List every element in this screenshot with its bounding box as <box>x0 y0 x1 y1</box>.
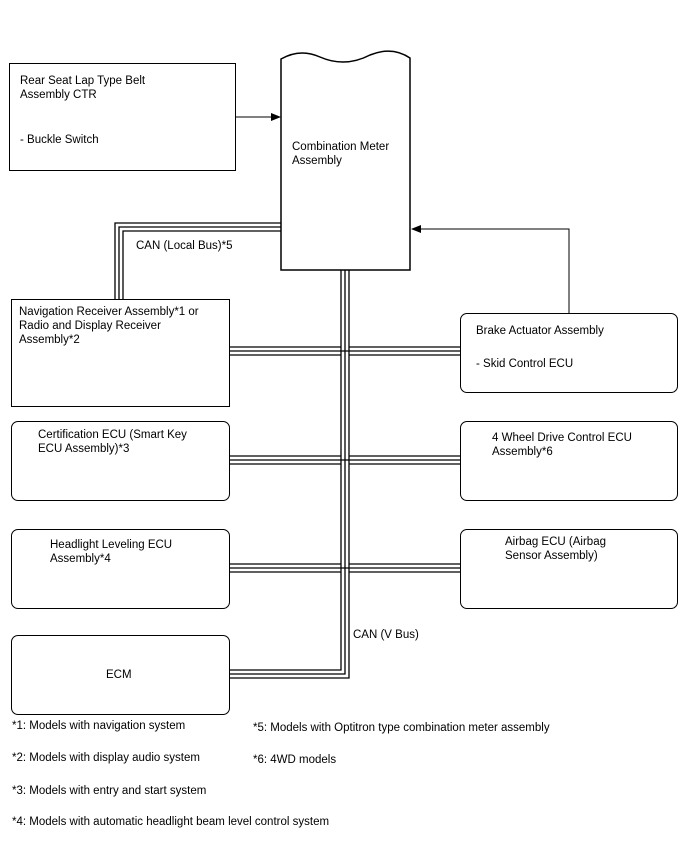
can-local-bus-line <box>114 222 281 299</box>
headlight-leveling-label: Headlight Leveling ECU Assembly*4 <box>50 539 173 565</box>
rear-seat-belt-box <box>9 63 236 171</box>
skid-control-ecu-label: - Skid Control ECU <box>476 358 574 370</box>
ecm-label: ECM <box>106 669 132 681</box>
footnote-1: *1: Models with navigation system <box>12 720 186 732</box>
footnote-4: *4: Models with automatic headlight beam… <box>12 816 330 828</box>
certification-ecu-box <box>11 421 230 501</box>
ecm-box <box>11 635 230 715</box>
certification-ecu-label: Certification ECU (Smart Key ECU Assembl… <box>38 429 187 455</box>
brake-actuator-box <box>460 313 678 393</box>
rear-seat-belt-label: Rear Seat Lap Type Belt Assembly CTR <box>20 75 146 101</box>
footnote-2: *2: Models with display audio system <box>12 752 200 764</box>
brake-actuator-signal-arrow <box>411 225 570 313</box>
footnote-3: *3: Models with entry and start system <box>12 785 207 797</box>
footnote-5: *5: Models with Optitron type combinatio… <box>253 722 550 734</box>
can-v-bus-trunk <box>230 270 350 679</box>
four-wd-ecu-box <box>460 421 678 501</box>
can-v-bus-label: CAN (V Bus) <box>353 629 419 641</box>
navigation-receiver-box <box>11 299 230 407</box>
combination-meter-label: Combination Meter Assembly <box>292 141 390 167</box>
can-local-bus-label: CAN (Local Bus)*5 <box>136 240 233 252</box>
airbag-ecu-box <box>460 529 678 609</box>
airbag-ecu-label: Airbag ECU (Airbag Sensor Assembly) <box>505 536 606 562</box>
navigation-receiver-label: Navigation Receiver Assembly*1 or Radio … <box>19 306 199 346</box>
can-v-bus-branches <box>230 346 460 573</box>
four-wd-ecu-label: 4 Wheel Drive Control ECU Assembly*6 <box>492 432 632 458</box>
buckle-switch-label: - Buckle Switch <box>20 134 99 146</box>
combination-meter-box <box>280 50 411 271</box>
footnote-6: *6: 4WD models <box>253 754 337 766</box>
headlight-leveling-box <box>11 529 230 609</box>
brake-actuator-label: Brake Actuator Assembly <box>476 325 604 337</box>
